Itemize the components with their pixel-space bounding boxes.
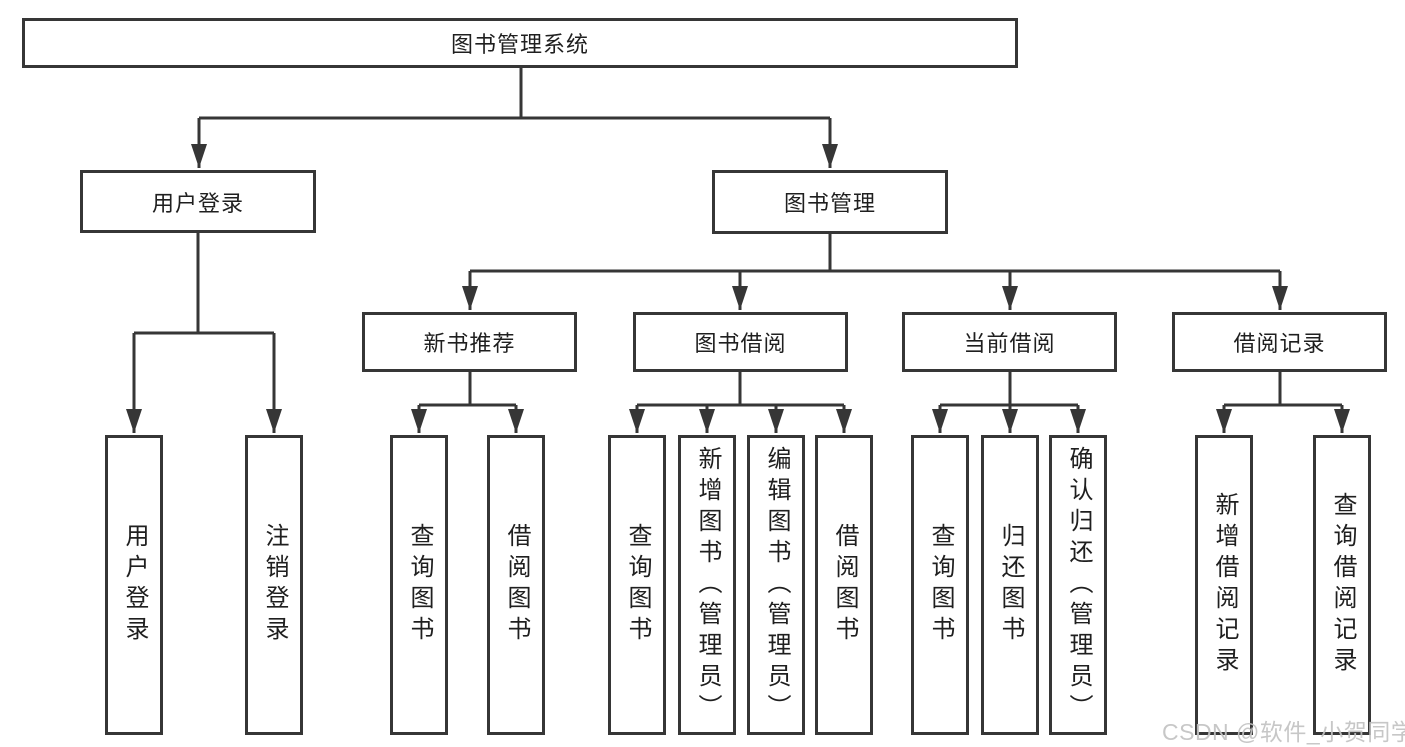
leaf-add-borrow-record: 新增借阅记录 (1195, 435, 1253, 735)
node-user-login: 用户登录 (80, 170, 316, 233)
leaf-add-borrow-record-label: 新增借阅记录 (1211, 492, 1238, 678)
node-new-book-recommend: 新书推荐 (362, 312, 577, 372)
leaf-edit-book-admin-label: 编辑图书（管理员） (763, 445, 790, 725)
leaf-query-borrow-record: 查询借阅记录 (1313, 435, 1371, 735)
tree-drop-arrows (126, 118, 1350, 433)
node-book-management: 图书管理 (712, 170, 948, 234)
leaf-user-login: 用户登录 (105, 435, 163, 735)
node-current-borrowing: 当前借阅 (902, 312, 1117, 372)
leaf-borrow-books-recommend: 借阅图书 (487, 435, 545, 735)
leaf-add-book-admin-label: 新增图书（管理员） (694, 445, 721, 725)
tree-bus-lines (134, 67, 1342, 407)
leaf-return-books: 归还图书 (981, 435, 1039, 735)
node-new-book-recommend-label: 新书推荐 (423, 331, 516, 356)
leaf-query-books-borrowing-label: 查询图书 (624, 523, 651, 647)
leaf-return-books-label: 归还图书 (997, 523, 1024, 647)
node-current-borrowing-label: 当前借阅 (963, 331, 1056, 356)
node-library-management-system-label: 图书管理系统 (450, 32, 589, 57)
leaf-query-books-recommend-label: 查询图书 (406, 523, 433, 647)
node-borrowing-records: 借阅记录 (1172, 312, 1387, 372)
node-book-borrowing: 图书借阅 (633, 312, 848, 372)
leaf-query-books-current-label: 查询图书 (927, 523, 954, 647)
leaf-confirm-return-admin: 确认归还（管理员） (1049, 435, 1107, 735)
node-borrowing-records-label: 借阅记录 (1233, 331, 1326, 356)
node-book-borrowing-label: 图书借阅 (694, 331, 787, 356)
leaf-query-books-borrowing: 查询图书 (608, 435, 666, 735)
watermark: CSDN @软件_小贺同学 (1162, 719, 1405, 745)
leaf-borrow-books-borrowing-label: 借阅图书 (831, 523, 858, 647)
leaf-borrow-books-recommend-label: 借阅图书 (503, 523, 530, 647)
leaf-edit-book-admin: 编辑图书（管理员） (747, 435, 805, 735)
leaf-logout-label: 注销登录 (261, 523, 288, 647)
node-book-management-label: 图书管理 (783, 191, 876, 216)
node-library-management-system: 图书管理系统 (22, 18, 1018, 68)
leaf-query-books-recommend: 查询图书 (390, 435, 448, 735)
leaf-query-books-current: 查询图书 (911, 435, 969, 735)
leaf-confirm-return-admin-label: 确认归还（管理员） (1065, 445, 1092, 725)
leaf-borrow-books-borrowing: 借阅图书 (815, 435, 873, 735)
node-user-login-label: 用户登录 (151, 190, 244, 216)
leaf-user-login-label: 用户登录 (121, 523, 148, 647)
leaf-add-book-admin: 新增图书（管理员） (678, 435, 736, 735)
leaf-logout: 注销登录 (245, 435, 303, 735)
leaf-query-borrow-record-label: 查询借阅记录 (1329, 492, 1356, 678)
